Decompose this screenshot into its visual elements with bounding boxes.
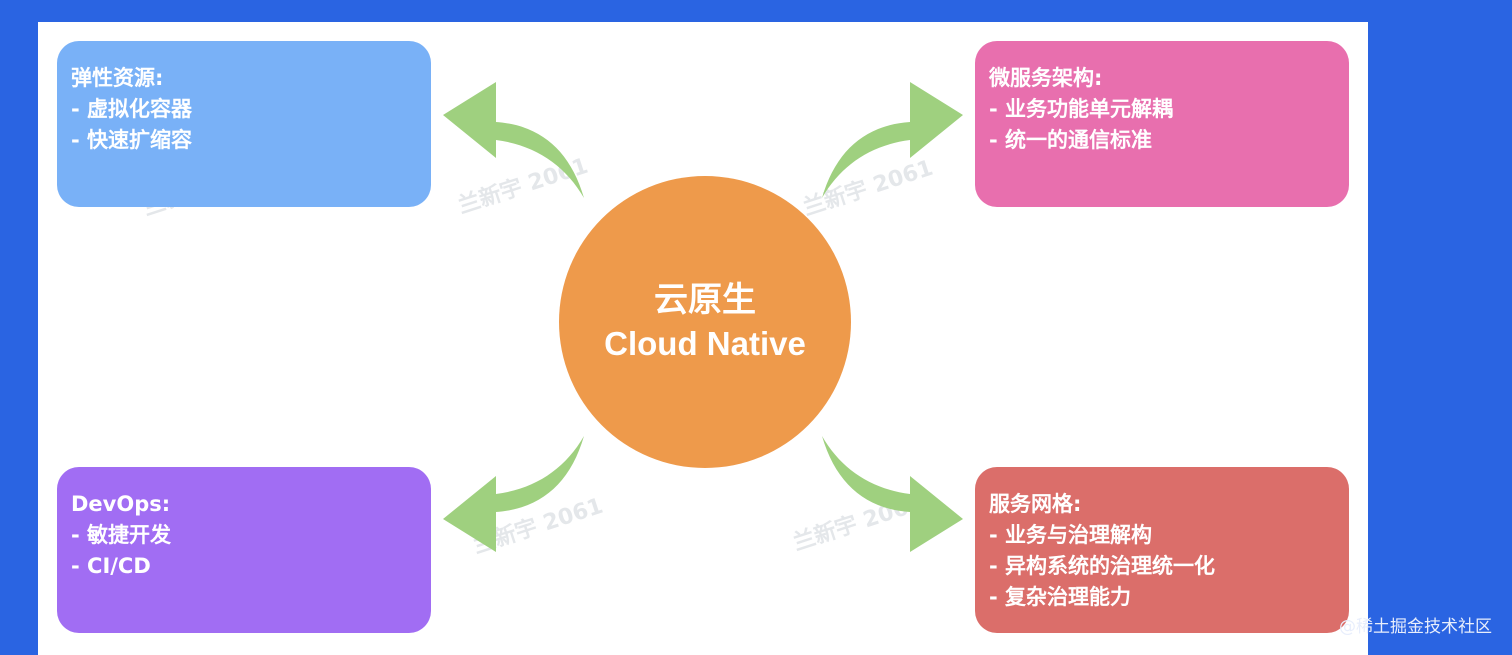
card-line: - 业务功能单元解耦	[989, 97, 1174, 121]
center-node: 云原生 Cloud Native	[559, 176, 851, 468]
card-devops: DevOps: - 敏捷开发 - CI/CD	[57, 467, 431, 633]
card-line: - 虚拟化容器	[71, 97, 193, 121]
card-line: 弹性资源:	[71, 66, 164, 90]
card-line: - 复杂治理能力	[989, 585, 1132, 609]
card-line: - 快速扩缩容	[71, 128, 193, 152]
card-elastic-resources: 弹性资源: - 虚拟化容器 - 快速扩缩容	[57, 41, 431, 207]
source-watermark: @稀土掘金技术社区	[1339, 617, 1492, 637]
center-title-cn: 云原生	[654, 280, 756, 320]
center-title-en: Cloud Native	[604, 325, 806, 362]
card-line: 微服务架构:	[989, 66, 1103, 90]
card-line: - 统一的通信标准	[989, 128, 1153, 152]
card-line: - 敏捷开发	[71, 523, 172, 547]
card-line: 服务网格:	[989, 492, 1082, 516]
card-microservices: 微服务架构: - 业务功能单元解耦 - 统一的通信标准	[975, 41, 1349, 207]
card-line: - 异构系统的治理统一化	[989, 554, 1216, 578]
card-service-mesh: 服务网格: - 业务与治理解构 - 异构系统的治理统一化 - 复杂治理能力	[975, 467, 1349, 633]
card-line: DevOps:	[71, 492, 171, 516]
card-line: - CI/CD	[71, 554, 151, 578]
card-line: - 业务与治理解构	[989, 523, 1153, 547]
